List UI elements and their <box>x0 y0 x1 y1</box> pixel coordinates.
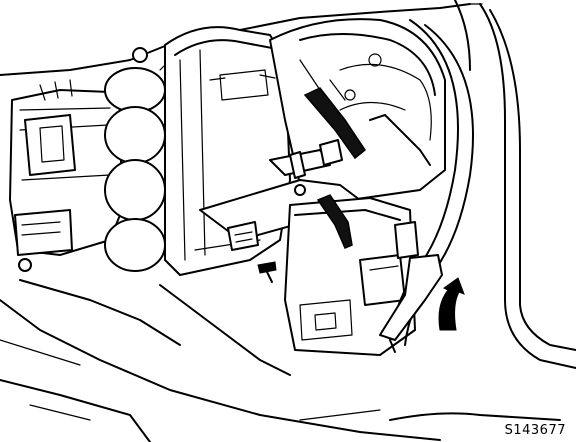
mounting-screw <box>257 261 277 283</box>
door-frame <box>454 0 576 369</box>
duct-segments <box>104 47 176 272</box>
electrical-connector <box>227 221 259 251</box>
release-lever <box>379 254 443 341</box>
figure-reference-code: S143677 <box>502 423 568 438</box>
heater-housing <box>164 26 291 276</box>
flap-lever <box>303 87 431 166</box>
upward-arrow-icon <box>438 277 465 331</box>
control-unit-box <box>284 194 419 356</box>
